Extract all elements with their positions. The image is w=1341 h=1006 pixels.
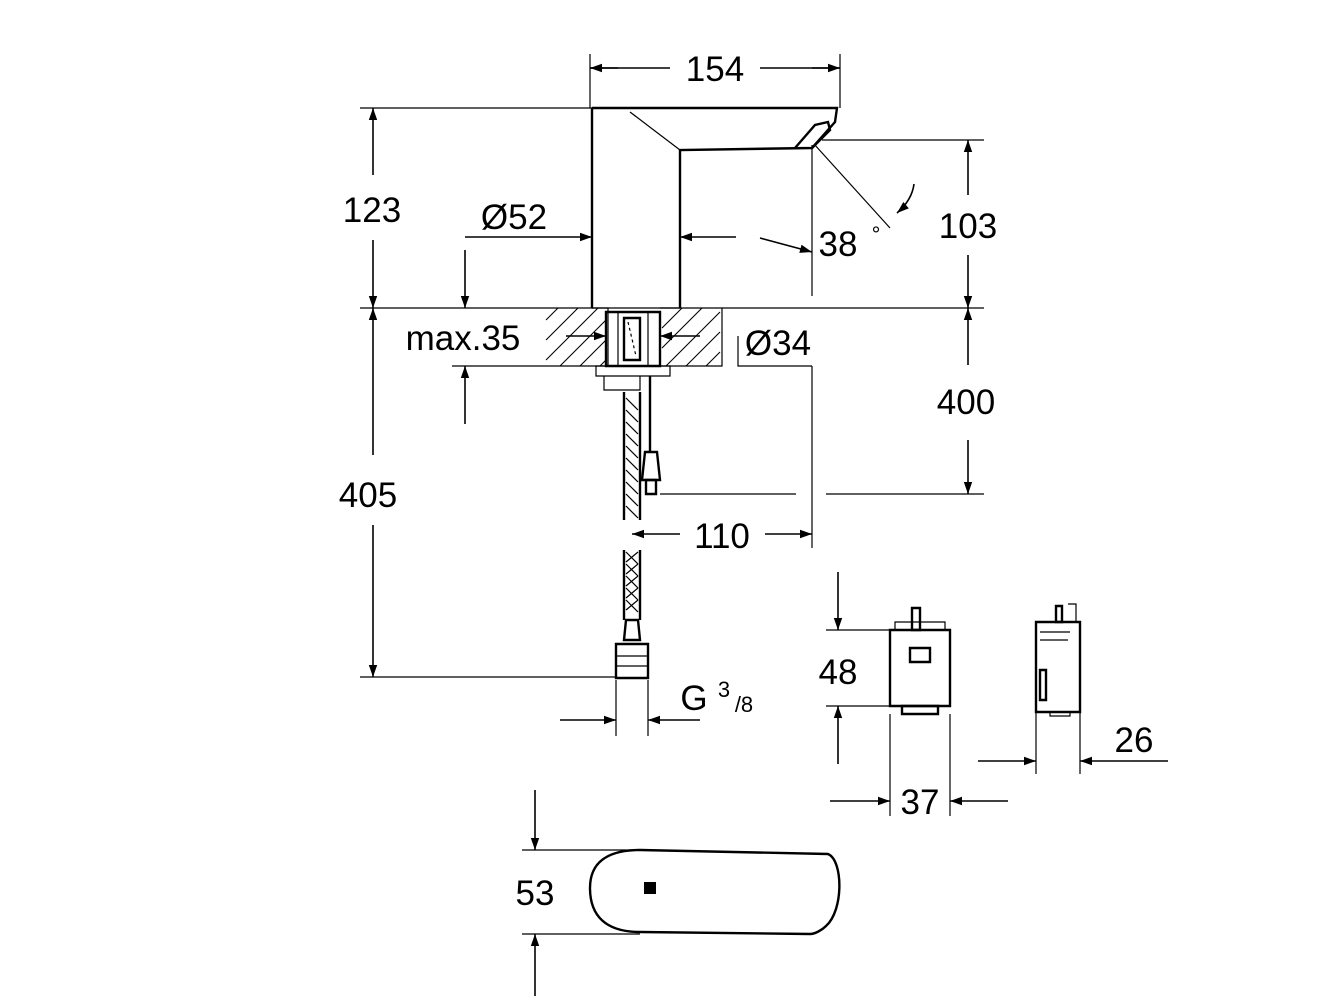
dim-37-label: 37 xyxy=(901,783,940,822)
dim-26: 26 xyxy=(978,712,1168,774)
dim-110: 110 xyxy=(632,366,813,556)
dim-400: 400 xyxy=(660,308,995,495)
dim-max-35-label: max.35 xyxy=(406,319,521,358)
sensor-cable xyxy=(640,376,662,496)
faucet-body xyxy=(590,106,839,309)
dim-103: 103 xyxy=(722,139,997,309)
dim-103-label: 103 xyxy=(939,207,997,246)
dim-37: 37 xyxy=(830,714,1008,822)
dim-26-label: 26 xyxy=(1115,721,1154,760)
dim-53-label: 53 xyxy=(516,874,555,913)
dim-diameter-34: Ø34 xyxy=(566,324,812,367)
control-box-front xyxy=(888,606,952,716)
dim-400-label: 400 xyxy=(937,383,995,422)
dim-diameter-52-label: Ø52 xyxy=(481,198,547,237)
control-box-side xyxy=(1034,603,1082,717)
dim-diameter-52: Ø52 xyxy=(465,198,736,242)
dim-123: 123 xyxy=(343,107,592,309)
dim-154-label: 154 xyxy=(686,50,744,89)
thread-numerator: 3 xyxy=(718,677,730,702)
faucet-top-view xyxy=(588,848,841,936)
supply-hose xyxy=(614,392,650,680)
dim-angle-38: 38 ° xyxy=(759,143,915,296)
dim-48-label: 48 xyxy=(819,653,858,692)
dim-48: 48 xyxy=(819,572,890,764)
dim-max-35: max.35 xyxy=(406,250,544,424)
degree-symbol: ° xyxy=(872,222,881,247)
countertop-section xyxy=(544,307,723,391)
dim-53: 53 xyxy=(516,790,640,996)
dim-154: 154 xyxy=(589,50,841,108)
dim-110-label: 110 xyxy=(694,517,750,556)
countertop-hatching xyxy=(545,307,721,367)
dim-thread-g38: G 3 /8 xyxy=(560,677,753,736)
thread-g-label: G xyxy=(680,679,707,718)
thread-denominator: /8 xyxy=(735,692,753,717)
dim-angle-38-label: 38 xyxy=(819,225,858,264)
dim-diameter-34-label: Ø34 xyxy=(745,324,811,363)
dim-123-label: 123 xyxy=(343,191,401,230)
dim-405-label: 405 xyxy=(339,476,397,515)
dim-405: 405 xyxy=(339,308,616,678)
